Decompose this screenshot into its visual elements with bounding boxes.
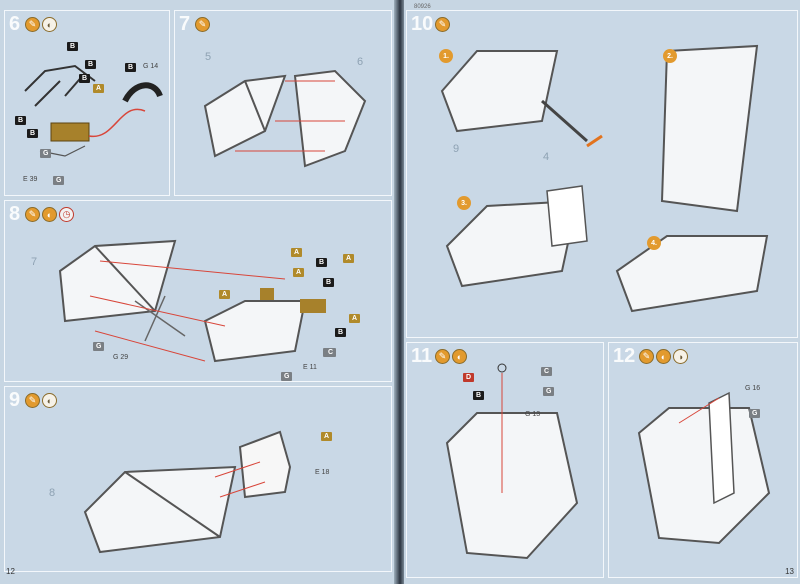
step-9-drawing — [83, 430, 292, 554]
part-tag-b: B — [316, 258, 328, 267]
step-10-number: 10 — [411, 13, 434, 35]
detail-icon: ◑ — [673, 349, 688, 364]
part-tag-b: B — [79, 74, 91, 83]
part-tag-a: A — [291, 248, 303, 257]
part-label-9: 9 — [453, 143, 460, 155]
part-label-5: 5 — [205, 51, 212, 63]
step-6-number: 6 — [9, 13, 21, 35]
part-tag-b: B — [323, 278, 335, 287]
step-8-panel: 8 ✎ ◐ ◷ 7 A B A A A B A B G G G C G 29 E… — [4, 200, 392, 382]
part-tag-g: G — [749, 409, 761, 418]
part-ref-e11: E 11 — [303, 364, 317, 371]
step-6-panel: 6 ✎ ◐ B B B B A B B G G G 14 E 39 — [4, 10, 170, 196]
step-7-panel: 7 ✎ 5 6 — [174, 10, 392, 196]
part-tag-a: A — [93, 84, 105, 93]
step-9-number: 9 — [9, 389, 21, 411]
paint-icon: ✎ — [195, 17, 210, 32]
part-label-8: 8 — [49, 487, 56, 499]
part-tag-b: B — [125, 63, 137, 72]
header-code: 80926 — [414, 4, 431, 10]
part-tag-b: B — [85, 60, 97, 69]
clock-icon: ◷ — [59, 207, 74, 222]
part-tag-g: G — [543, 387, 555, 396]
step-11-panel: 11 ✎ ◐ D C G B G 13 — [406, 342, 604, 578]
glue-icon: ◐ — [42, 17, 57, 32]
paint-icon: ✎ — [25, 393, 40, 408]
part-label-7: 7 — [31, 256, 38, 268]
step-10-drawing — [440, 44, 769, 313]
part-ref-g13: G 13 — [525, 411, 541, 418]
paint-icon: ✎ — [435, 349, 450, 364]
paint-icon: ✎ — [435, 17, 450, 32]
part-tag-c: C — [541, 367, 553, 376]
step-6-icons: ✎ ◐ — [25, 17, 57, 32]
step-11-icons: ✎ ◐ — [435, 349, 467, 364]
paint-icon: ✎ — [25, 207, 40, 222]
part-ref-g16: G 16 — [745, 385, 761, 392]
right-page: 80926 10 ✎ 1. 2. 3. 4. 9 4 11 ✎ ◐ — [404, 0, 800, 584]
glue-icon: ◐ — [452, 349, 467, 364]
step-10-icons: ✎ — [435, 17, 450, 32]
substep-2: 2. — [663, 49, 677, 63]
paint-icon: ✎ — [25, 17, 40, 32]
right-page-number: 13 — [785, 567, 794, 576]
left-page: 6 ✎ ◐ B B B B A B B G G G 14 E 39 7 ✎ — [0, 0, 396, 584]
part-tag-a: A — [343, 254, 355, 263]
part-tag-a: A — [293, 268, 305, 277]
part-tag-c: C — [325, 348, 337, 357]
part-tag-a: A — [321, 432, 333, 441]
part-tag-a: A — [349, 314, 361, 323]
part-ref-e39: E 39 — [23, 176, 38, 183]
substep-3: 3. — [457, 196, 471, 210]
part-ref-g29: G 29 — [113, 354, 129, 361]
step-6-drawing — [24, 64, 163, 157]
part-tag-g: G — [93, 342, 105, 351]
step-8-icons: ✎ ◐ ◷ — [25, 207, 74, 222]
part-tag-g: G — [40, 149, 52, 158]
glue-icon: ◐ — [42, 393, 57, 408]
step-12-drawing — [637, 391, 771, 545]
part-tag-b: B — [335, 328, 347, 337]
part-tag-b: B — [27, 129, 39, 138]
part-label-6: 6 — [357, 56, 364, 68]
step-7-number: 7 — [179, 13, 191, 35]
step-11-number: 11 — [411, 345, 433, 367]
part-tag-b: B — [67, 42, 79, 51]
step-8-number: 8 — [9, 203, 21, 225]
part-tag-b: B — [473, 391, 485, 400]
part-tag-g: G — [53, 176, 65, 185]
step-8-drawing — [58, 239, 326, 363]
part-ref-e18: E 18 — [315, 469, 330, 476]
step-10-panel: 10 ✎ 1. 2. 3. 4. 9 4 — [406, 10, 798, 338]
book-gutter — [394, 0, 406, 584]
step-7-drawing — [203, 69, 367, 168]
step-9-panel: 9 ✎ ◐ 8 A E 18 — [4, 386, 392, 572]
substep-1: 1. — [439, 49, 453, 63]
paint-icon: ✎ — [639, 349, 654, 364]
part-ref-g14: G 14 — [143, 63, 159, 70]
part-tag-g: G — [281, 372, 293, 381]
step-9-icons: ✎ ◐ — [25, 393, 57, 408]
glue-icon: ◐ — [42, 207, 57, 222]
step-7-icons: ✎ — [195, 17, 210, 32]
left-page-number: 12 — [6, 567, 15, 576]
part-label-4: 4 — [543, 151, 550, 163]
step-12-panel: 12 ✎ ◐ ◑ G G 16 — [608, 342, 798, 578]
step-12-number: 12 — [613, 345, 636, 367]
glue-icon: ◐ — [656, 349, 671, 364]
substep-4: 4. — [647, 236, 661, 250]
part-tag-a: A — [219, 290, 231, 299]
step-12-icons: ✎ ◐ ◑ — [639, 349, 688, 364]
part-tag-d: D — [463, 373, 475, 382]
step-11-drawing — [445, 363, 579, 560]
part-tag-b: B — [15, 116, 27, 125]
